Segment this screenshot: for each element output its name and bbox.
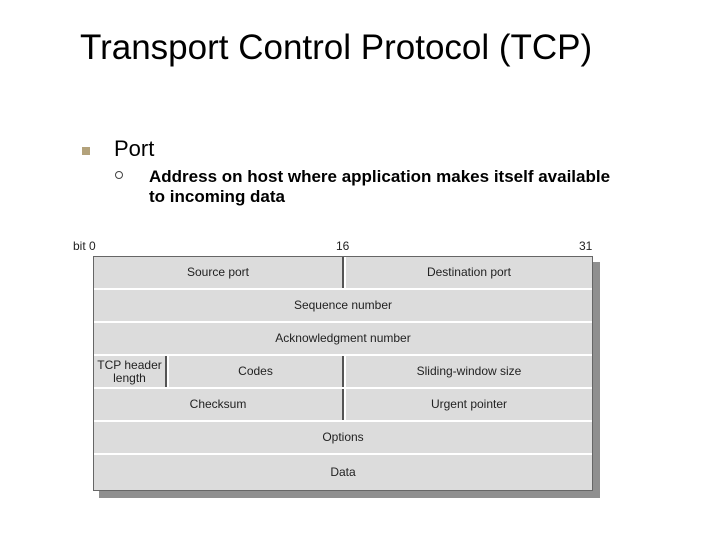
header-row: TCP header length Codes Sliding-window s… bbox=[94, 356, 592, 389]
field-checksum: Checksum bbox=[94, 389, 344, 420]
header-row: Acknowledgment number bbox=[94, 323, 592, 356]
field-destination-port: Destination port bbox=[344, 257, 592, 288]
field-options: Options bbox=[322, 430, 364, 444]
bullet-port: Port bbox=[114, 136, 155, 161]
field-sequence-number: Sequence number bbox=[293, 298, 393, 312]
sub-bullet-text: Address on host where application makes … bbox=[149, 167, 611, 206]
header-row: Data bbox=[94, 455, 592, 490]
field-data: Data bbox=[330, 465, 356, 479]
field-codes: Codes bbox=[167, 356, 344, 387]
header-row: Sequence number bbox=[94, 290, 592, 323]
field-sliding-window-size: Sliding-window size bbox=[344, 356, 592, 387]
bit-label-31: 31 bbox=[579, 239, 593, 253]
field-acknowledgment-number: Acknowledgment number bbox=[275, 331, 411, 345]
header-row: Source port Destination port bbox=[94, 257, 592, 290]
circle-bullet-icon bbox=[115, 171, 123, 179]
field-tcp-header-length: TCP header length bbox=[94, 356, 167, 387]
tcp-header-diagram: Source port Destination port Sequence nu… bbox=[93, 256, 593, 491]
slide-title: Transport Control Protocol (TCP) bbox=[80, 28, 593, 67]
bit-label-0: bit 0 bbox=[73, 239, 96, 253]
header-row: Options bbox=[94, 422, 592, 455]
header-row: Checksum Urgent pointer bbox=[94, 389, 592, 422]
square-bullet-icon bbox=[82, 147, 90, 155]
field-urgent-pointer: Urgent pointer bbox=[344, 389, 592, 420]
bit-label-16: 16 bbox=[336, 239, 350, 253]
field-source-port: Source port bbox=[94, 257, 344, 288]
